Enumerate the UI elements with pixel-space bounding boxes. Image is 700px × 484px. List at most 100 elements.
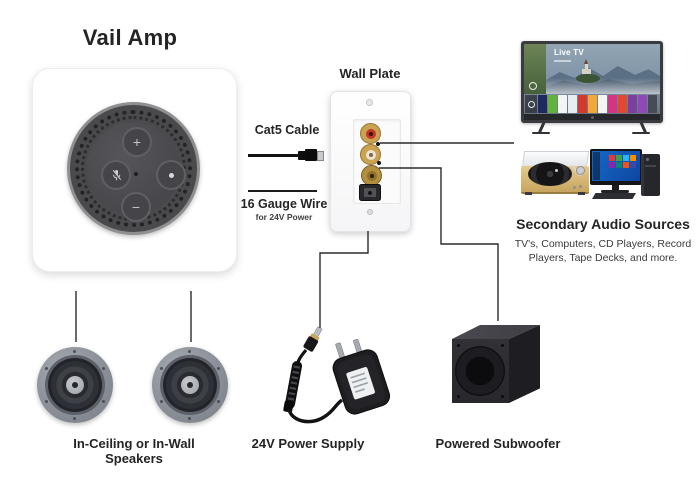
turntable-knob — [573, 186, 576, 189]
tv-strip-icon — [529, 82, 537, 90]
tv-church-body — [582, 69, 591, 74]
rj45-tip-icon — [317, 151, 324, 161]
plus-icon: + — [132, 134, 142, 150]
power-supply-caption: 24V Power Supply — [251, 436, 365, 451]
turntable-tonearm-base — [576, 166, 585, 175]
tv-app-tile — [568, 95, 577, 113]
speakers-caption: In-Ceiling or In-Wall Speakers — [73, 436, 195, 466]
windows-tile — [630, 162, 636, 168]
screw-icon — [366, 99, 373, 106]
subwoofer-driver — [455, 346, 505, 396]
action-dot-icon — [168, 172, 174, 178]
computer-tower — [641, 154, 660, 196]
tv-church-tower — [585, 64, 588, 73]
action-button[interactable] — [156, 160, 186, 190]
computer-monitor — [590, 149, 642, 185]
mic-mute-icon — [111, 169, 121, 181]
monitor-base — [601, 190, 629, 193]
volume-down-button[interactable]: − — [121, 192, 151, 222]
tv-app-tile — [608, 95, 617, 113]
windows-tile — [609, 162, 615, 168]
windows-tile — [623, 155, 629, 161]
tv-app-tile — [598, 95, 607, 113]
tv-app-tile — [588, 95, 597, 113]
gauge-wire-sublabel: for 24V Power — [255, 212, 313, 222]
rj45-boot-icon — [298, 151, 306, 160]
drive-slot — [645, 165, 656, 167]
tv-app-tile — [558, 95, 567, 113]
power-input-port — [359, 184, 381, 201]
barrel-connector-icon — [303, 326, 323, 352]
rca-jack-gold — [361, 165, 382, 186]
secondary-sources-desc-1: TV's, Computers, CD Players, Record — [514, 238, 692, 250]
power-cable — [287, 398, 344, 424]
secondary-sources-desc-2: Players, Tape Decks, and more. — [528, 252, 678, 264]
amp-device-body: + − — [67, 102, 200, 235]
subwoofer-caption: Powered Subwoofer — [435, 436, 561, 451]
tv-live-thumbnail-strip — [524, 44, 546, 94]
gear-icon — [527, 100, 535, 108]
screw-icon — [367, 209, 373, 215]
wall-adapter — [332, 338, 391, 415]
tv-app-tile — [548, 95, 557, 113]
page-title: Vail Amp — [82, 25, 178, 50]
tv-screen: Live TV — [524, 44, 660, 114]
pc-screen-tiles — [609, 155, 637, 177]
tv-launcher-tiles — [538, 95, 657, 113]
rca-jack-red — [360, 123, 381, 144]
tv-caption-bar — [554, 60, 571, 62]
wall-plate — [330, 91, 411, 232]
tv-chin — [524, 114, 660, 120]
tv-mist — [546, 78, 660, 94]
turntable-knob — [579, 185, 582, 188]
windows-tile — [609, 155, 615, 161]
turntable-foot — [578, 192, 585, 195]
tv-home-tile — [525, 95, 537, 113]
turntable-foot — [525, 192, 532, 195]
tv-foot-right — [632, 132, 650, 134]
tv-logo-dot — [590, 115, 594, 119]
gauge-wire-icon — [248, 190, 317, 192]
tv-app-tile — [538, 95, 547, 113]
tv-app-tile — [618, 95, 627, 113]
cat5-cable-label: Cat5 Cable — [254, 123, 320, 137]
minus-icon: − — [131, 199, 141, 215]
windows-tile — [623, 162, 629, 168]
vail-amp-plate: + − — [32, 68, 237, 272]
rca-jack-white — [360, 144, 381, 165]
indicator-dot-bottom — [377, 161, 381, 165]
tv-church-roof — [584, 59, 588, 64]
gauge-wire-label: 16 Gauge Wire — [240, 197, 328, 211]
monitor-stand — [612, 185, 619, 190]
turntable-spindle — [555, 169, 558, 172]
power-supply — [283, 326, 391, 424]
tv-live-tv-text: Live TV — [554, 48, 584, 57]
in-ceiling-speaker-left — [37, 347, 113, 423]
tv-app-tile — [648, 95, 657, 113]
subwoofer — [452, 322, 540, 403]
indicator-dot-top — [376, 142, 380, 146]
turntable-platter — [528, 162, 572, 186]
speaker-perforation-ring — [75, 110, 192, 227]
volume-up-button[interactable]: + — [122, 127, 152, 157]
subwoofer-side-face — [509, 324, 540, 403]
turntable — [521, 162, 589, 195]
keyboard — [592, 193, 636, 199]
line-plate-to-power — [319, 231, 369, 328]
cat5-cable-icon — [248, 154, 300, 157]
tv-island — [576, 74, 600, 83]
windows-tile — [616, 162, 622, 168]
windows-tile — [630, 155, 636, 161]
windows-tile — [616, 155, 622, 161]
tv-launcher-bar — [524, 94, 660, 114]
subwoofer-front-face — [452, 339, 509, 403]
tv-app-tile — [638, 95, 647, 113]
tv: Live TV — [521, 41, 663, 123]
mic-mute-button[interactable] — [101, 160, 131, 190]
in-ceiling-speaker-right — [152, 347, 228, 423]
amp-device: + − — [67, 102, 200, 235]
windows-start-column — [593, 152, 600, 180]
tv-foot-left — [532, 132, 550, 134]
tv-app-tile — [578, 95, 587, 113]
